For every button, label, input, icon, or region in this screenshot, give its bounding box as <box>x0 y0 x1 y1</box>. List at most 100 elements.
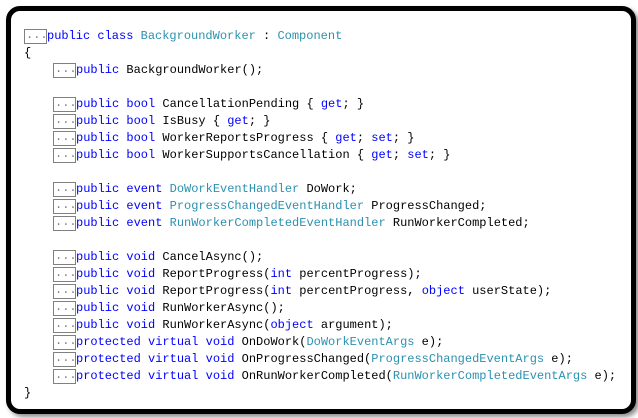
keyword-token: public bool <box>76 97 163 111</box>
collapse-toggle-button[interactable]: ... <box>53 300 77 316</box>
collapse-toggle-button[interactable]: ... <box>53 317 77 333</box>
code-token: ; <box>356 131 372 145</box>
keyword-token: public bool <box>76 131 163 145</box>
collapse-toggle-button[interactable]: ... <box>53 283 77 299</box>
code-token: argument); <box>313 318 393 332</box>
keyword-token: get <box>335 131 357 145</box>
code-line: ...public BackgroundWorker(); <box>24 62 616 79</box>
keyword-token: int <box>270 267 293 281</box>
code-token: CancellationPending { <box>162 97 321 111</box>
keyword-token: set <box>407 148 429 162</box>
code-token: ReportProgress( <box>162 284 271 298</box>
code-token: BackgroundWorker(); <box>126 63 264 77</box>
type-name-token: DoWorkEventArgs <box>306 335 415 349</box>
code-token: RunWorkerAsync(); <box>162 301 285 315</box>
collapse-toggle-button[interactable]: ... <box>53 113 77 129</box>
code-token: ; } <box>428 148 451 162</box>
collapse-toggle-button[interactable]: ... <box>53 368 77 384</box>
keyword-token: public class <box>47 29 141 43</box>
code-token: OnDoWork( <box>241 335 307 349</box>
code-line: ...protected virtual void OnProgressChan… <box>24 351 616 368</box>
code-line <box>24 232 616 249</box>
code-line <box>24 164 616 181</box>
collapse-toggle-button[interactable]: ... <box>53 181 77 197</box>
code-token: OnRunWorkerCompleted( <box>241 369 393 383</box>
code-line: ...public bool WorkerSupportsCancellatio… <box>24 147 616 164</box>
collapse-toggle-button[interactable]: ... <box>53 62 77 78</box>
keyword-token: get <box>227 114 249 128</box>
code-token: { <box>24 46 32 60</box>
keyword-token: get <box>320 97 343 111</box>
keyword-token: public void <box>76 318 163 332</box>
code-token: WorkerReportsProgress { <box>162 131 336 145</box>
keyword-token: object <box>270 318 314 332</box>
collapse-toggle-button[interactable]: ... <box>53 249 77 265</box>
type-name-token: BackgroundWorker <box>140 29 256 43</box>
keyword-token: public void <box>76 301 163 315</box>
code-token: ReportProgress( <box>162 267 271 281</box>
keyword-token: get <box>371 148 393 162</box>
code-line: { <box>24 45 616 62</box>
code-token: DoWork; <box>299 182 357 196</box>
code-token: OnProgressChanged( <box>241 352 372 366</box>
code-line: ...public class BackgroundWorker : Compo… <box>24 28 616 45</box>
code-token: ; <box>392 148 408 162</box>
keyword-token: int <box>270 284 293 298</box>
type-name-token: ProgressChangedEventHandler <box>169 199 365 213</box>
type-name-token: ProgressChangedEventArgs <box>371 352 545 366</box>
code-token: e); <box>544 352 573 366</box>
code-line: ...public bool CancellationPending { get… <box>24 96 616 113</box>
code-token: ProgressChanged; <box>364 199 487 213</box>
code-token: WorkerSupportsCancellation { <box>162 148 372 162</box>
keyword-token: public <box>76 63 127 77</box>
collapse-toggle-button[interactable]: ... <box>53 130 77 146</box>
keyword-token: protected virtual void <box>76 335 242 349</box>
code-line: ...public void CancelAsync(); <box>24 249 616 266</box>
code-line <box>24 79 616 96</box>
collapse-toggle-button[interactable]: ... <box>53 96 77 112</box>
collapse-toggle-button[interactable]: ... <box>53 147 77 163</box>
code-token: CancelAsync(); <box>162 250 264 264</box>
code-line: ...public void ReportProgress(int percen… <box>24 266 616 283</box>
keyword-token: protected virtual void <box>76 369 242 383</box>
type-name-token: DoWorkEventHandler <box>169 182 300 196</box>
collapse-toggle-button[interactable]: ... <box>24 28 48 44</box>
code-token: RunWorkerAsync( <box>162 318 271 332</box>
code-line: ...public event DoWorkEventHandler DoWor… <box>24 181 616 198</box>
code-line: ...public bool IsBusy { get; } <box>24 113 616 130</box>
code-token: : <box>255 29 278 43</box>
code-line: ...public event ProgressChangedEventHand… <box>24 198 616 215</box>
code-token: RunWorkerCompleted; <box>385 216 530 230</box>
keyword-token: public event <box>76 216 170 230</box>
code-token: percentProgress, <box>292 284 422 298</box>
type-name-token: Component <box>277 29 343 43</box>
collapse-toggle-button[interactable]: ... <box>53 215 77 231</box>
code-token: percentProgress); <box>292 267 422 281</box>
keyword-token: public void <box>76 284 163 298</box>
keyword-token: public bool <box>76 114 163 128</box>
code-line: ...public bool WorkerReportsProgress { g… <box>24 130 616 147</box>
code-token: IsBusy { <box>162 114 228 128</box>
keyword-token: object <box>421 284 465 298</box>
code-line: } <box>24 385 616 402</box>
code-line: ...public void RunWorkerAsync(); <box>24 300 616 317</box>
type-name-token: RunWorkerCompletedEventArgs <box>392 369 588 383</box>
type-name-token: RunWorkerCompletedEventHandler <box>169 216 386 230</box>
code-token: ; } <box>248 114 271 128</box>
keyword-token: public bool <box>76 148 163 162</box>
code-line: ...protected virtual void OnDoWork(DoWor… <box>24 334 616 351</box>
collapse-toggle-button[interactable]: ... <box>53 266 77 282</box>
code-line: ...public void ReportProgress(int percen… <box>24 283 616 300</box>
keyword-token: protected virtual void <box>76 352 242 366</box>
code-line: ...protected virtual void OnRunWorkerCom… <box>24 368 616 385</box>
code-token: ; } <box>392 131 415 145</box>
collapse-toggle-button[interactable]: ... <box>53 334 77 350</box>
code-token: } <box>24 386 32 400</box>
code-window-frame: ...public class BackgroundWorker : Compo… <box>6 6 636 414</box>
code-token: ; } <box>342 97 365 111</box>
keyword-token: public event <box>76 182 170 196</box>
code-token: userState); <box>464 284 552 298</box>
keyword-token: public event <box>76 199 170 213</box>
collapse-toggle-button[interactable]: ... <box>53 351 77 367</box>
collapse-toggle-button[interactable]: ... <box>53 198 77 214</box>
